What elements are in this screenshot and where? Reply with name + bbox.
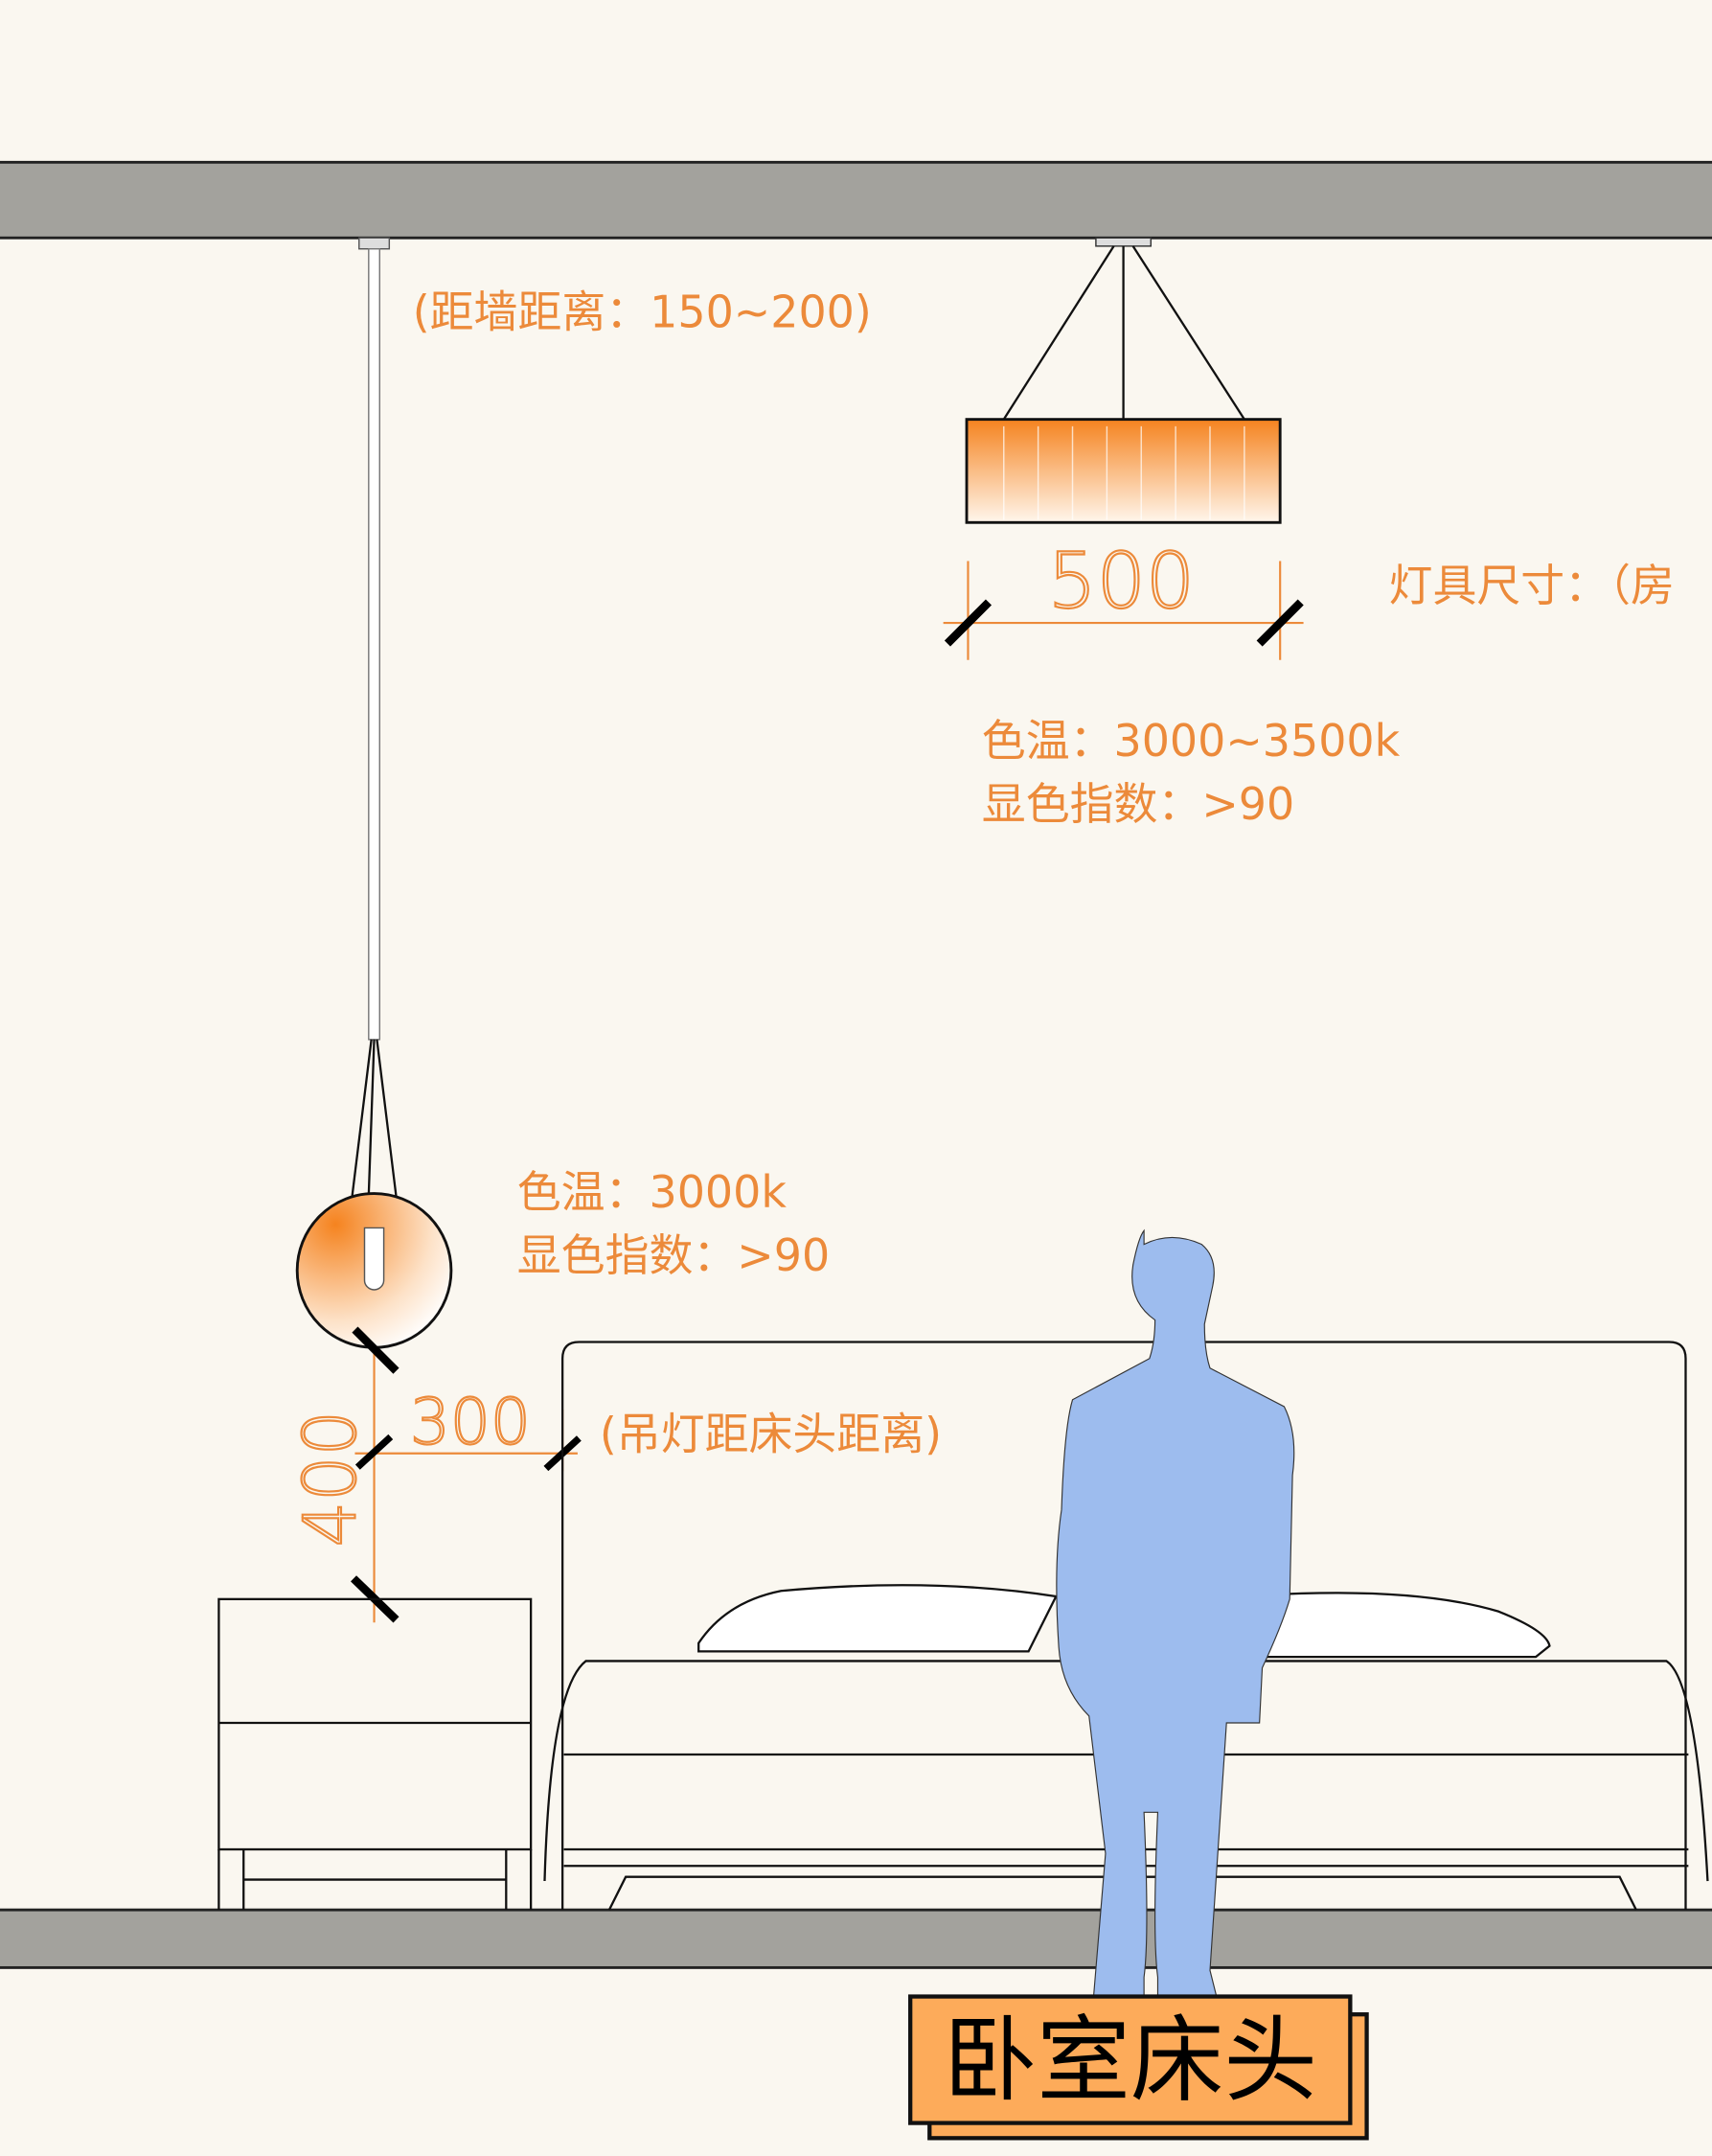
ceiling-drum-lamp xyxy=(965,237,1282,524)
ceiling-slab xyxy=(0,160,1712,240)
pendant-lamp xyxy=(295,237,453,1349)
pendant-wall-distance: (距墙距离：150~200) xyxy=(413,287,872,338)
nightstand xyxy=(217,1597,533,1911)
dim-500: 500 xyxy=(1048,536,1195,626)
section-title-badge: 卧室床头 xyxy=(908,1994,1369,2141)
floor-slab xyxy=(0,1908,1712,1969)
dimension-lamp-width: 500 xyxy=(943,535,1304,660)
dim-400: 400 xyxy=(288,1411,372,1547)
bed xyxy=(543,1341,1709,1911)
ceiling-color-temp: 色温：3000~3500k xyxy=(982,715,1401,767)
ceiling-cri: 显色指数：>90 xyxy=(982,778,1294,830)
section-title: 卧室床头 xyxy=(944,2007,1317,2116)
person-silhouette xyxy=(1056,1228,1295,2047)
pendant-cri: 显色指数：>90 xyxy=(517,1229,830,1281)
ceiling-lamp-size-label: 灯具尺寸：（房 xyxy=(1389,560,1675,611)
pendant-bed-distance-note: (吊灯距床头距离) xyxy=(600,1408,942,1459)
dim-300: 300 xyxy=(410,1386,531,1459)
dimension-pendant: 300 400 xyxy=(287,1326,582,1623)
pendant-color-temp: 色温：3000k xyxy=(517,1166,788,1218)
